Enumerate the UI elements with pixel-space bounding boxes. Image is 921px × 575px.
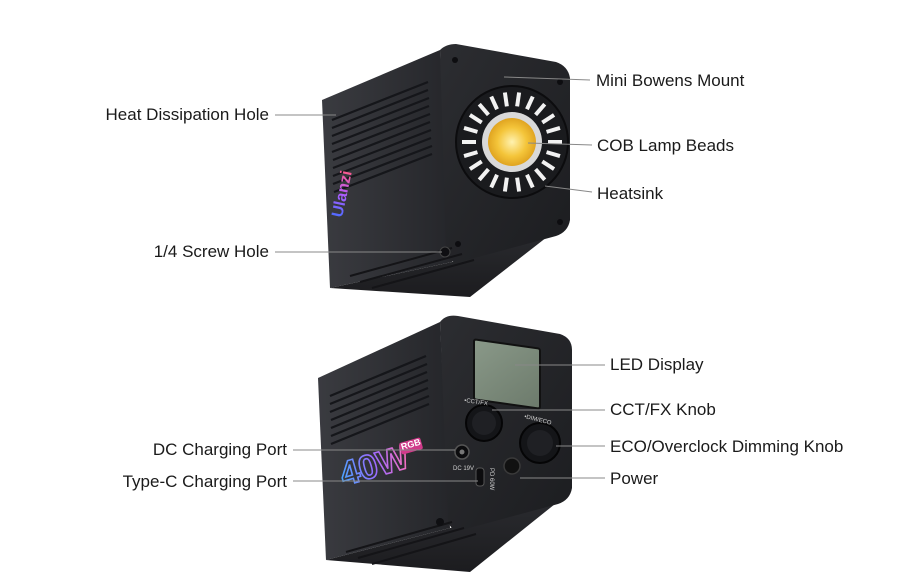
label-led-display: LED Display xyxy=(610,355,704,375)
heatsink-fin xyxy=(517,93,519,107)
label-screw-hole: 1/4 Screw Hole xyxy=(154,242,269,262)
dc-port-text: DC 19V xyxy=(453,466,474,472)
power-button xyxy=(504,458,520,474)
label-eco-overclock-knob: ECO/Overclock Dimming Knob xyxy=(610,437,843,457)
label-power: Power xyxy=(610,469,658,489)
label-mini-bowens-mount: Mini Bowens Mount xyxy=(596,71,744,91)
label-type-c-port: Type-C Charging Port xyxy=(123,472,287,492)
label-dc-charging-port: DC Charging Port xyxy=(153,440,287,460)
label-cct-fx-knob: CCT/FX Knob xyxy=(610,400,716,420)
heatsink-fin xyxy=(505,178,507,192)
pd-port-text: PD 60W xyxy=(488,468,494,491)
cob-lamp xyxy=(488,118,536,166)
label-heatsink: Heatsink xyxy=(597,184,663,204)
lcd-screen xyxy=(474,339,540,408)
heatsink-fin xyxy=(505,93,507,107)
label-cob-lamp-beads: COB Lamp Beads xyxy=(597,136,734,156)
label-heat-dissipation-hole: Heat Dissipation Hole xyxy=(106,105,269,125)
heatsink-fin xyxy=(517,178,519,192)
bottom-screw-hole xyxy=(436,518,444,526)
type-c-port xyxy=(476,468,484,486)
